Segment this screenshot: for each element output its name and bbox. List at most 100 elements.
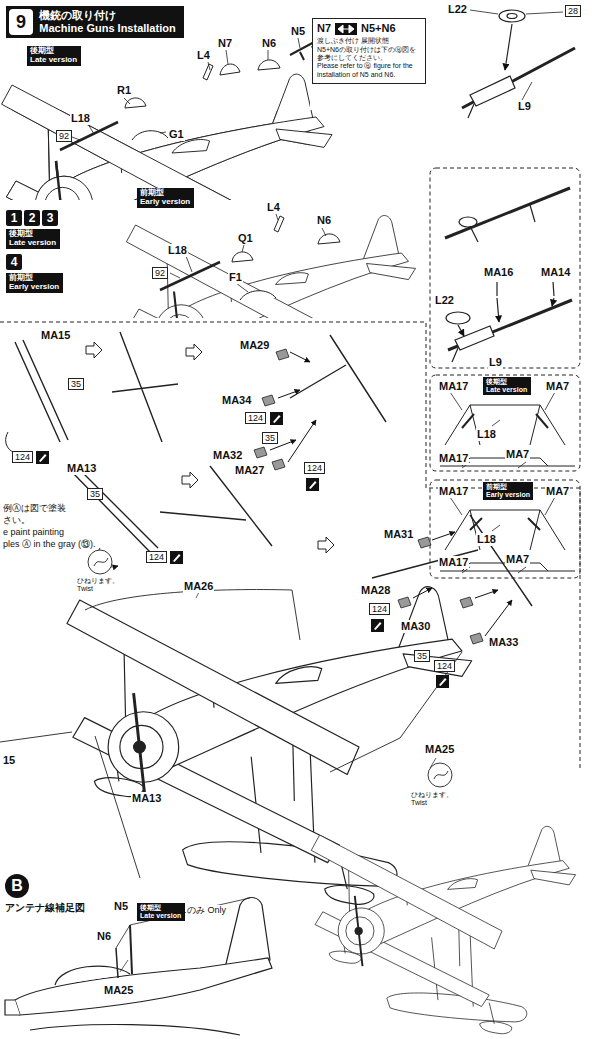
version-text: Early version [9,283,60,292]
rigging-fitting [272,459,285,470]
paint-callout: 124 [434,660,455,672]
aircraft-main [67,587,472,905]
part-number: MA26 [183,580,214,593]
step-arrow [318,537,334,553]
assembly-arrow [485,600,512,636]
machine-gun [462,48,575,108]
note-box: N7N5+N6渡しぶき付け 展開状態N5+N6の取り付けは下のⒷ図を参考にしてく… [312,18,426,84]
small-parts [132,131,168,140]
note-text: 渡しぶき付け 展開状態 [317,37,421,45]
rigging-wire-parts [112,332,178,442]
small-parts [220,64,240,75]
part-number: N6 [316,214,332,227]
leader-line [88,124,94,134]
part-number: R1 [116,84,132,97]
step-number-box: 4 [6,254,22,270]
part-number: 15 [2,754,16,767]
assembly-arrow [432,532,455,540]
version-text: 前期型 [9,274,60,283]
version-text: Late version [486,386,528,394]
version-text: Early version [486,491,530,499]
machine-gun-detail [445,188,570,238]
machine-gun [526,12,563,14]
twist-note: ひねります。 Twist [76,577,124,594]
rigging-wire-parts [6,332,532,606]
machine-gun-detail [455,326,494,350]
paint-icon [170,551,183,564]
step-number: 1 [6,210,22,226]
part-number: L9 [488,356,503,369]
assembly-arrow [278,390,300,398]
aircraft-early-top [126,216,415,318]
small-parts [232,252,253,262]
paint-callout: 35 [414,650,430,662]
section-caption: アンテナ線補足図 [4,902,86,914]
assembly-arrow [413,588,432,598]
part-number: MA7 [545,380,570,393]
small-parts [318,234,340,244]
antenna-side-view [5,1000,20,1015]
part-number: L22 [434,294,455,307]
leader-line [72,38,326,292]
small-parts [240,291,276,300]
leader-line [322,228,326,236]
version-text: 後期型 [140,904,182,912]
part-number: MA27 [234,464,265,477]
rigging-wire [85,590,300,640]
step-number-box: 123 [6,210,58,226]
version-text: 後期型 [486,378,528,386]
part-number: MA7 [545,485,570,498]
small-parts [125,98,146,108]
version-badge: 前期型Early version [137,188,194,208]
leader-line [268,50,269,60]
machine-gun-detail [458,325,464,336]
leader-line [72,137,80,140]
version-text: 後期型 [30,47,78,56]
leader-line [236,283,248,292]
aircraft-main [67,587,472,905]
windshield-detail [470,518,540,530]
detail-panel [430,375,580,471]
small-parts [60,40,340,300]
part-number: L18 [167,244,188,257]
part-number: MA30 [400,620,431,633]
part-number: N6 [96,930,112,943]
antenna-side-view [30,1025,240,1035]
antenna-side-view [225,898,270,969]
part-number: MA33 [488,636,519,649]
part-number: MA29 [239,339,270,352]
part-number: MA31 [383,528,414,541]
paint-callout: 35 [262,432,278,444]
machine-gun-detail [448,300,572,350]
aircraft-completed [311,826,575,1033]
rigging-wire [0,732,72,742]
paint-callout: 124 [146,551,167,563]
antenna-side-view [116,925,130,948]
machine-gun [507,14,517,19]
note-text: ples Ⓐ in the gray (⑬). [2,539,97,549]
note-text: のみ Only [186,905,227,915]
leader-line [226,50,228,64]
machine-gun [462,10,575,118]
rigging-fitting [254,447,267,458]
note-text: N5+N6の取り付けは下のⒷ図を参考にしてください。 [317,46,421,63]
paint-callout: 92 [56,130,72,142]
part-number: MA17 [438,556,469,569]
detail-panel [430,168,580,368]
detail-panel [0,168,580,770]
paint-icon [306,478,319,491]
small-parts [203,64,213,80]
rigging-wire [0,550,462,878]
leader-line [242,245,244,252]
step-number: 3 [42,210,58,226]
part-number: N5 [113,900,129,913]
part-number: MA13 [66,462,97,475]
part-number: L4 [196,49,211,62]
part-number: G1 [168,128,185,141]
leader-line [160,132,166,133]
rigging-fitting [418,537,431,548]
aircraft-late-top [2,110,332,200]
